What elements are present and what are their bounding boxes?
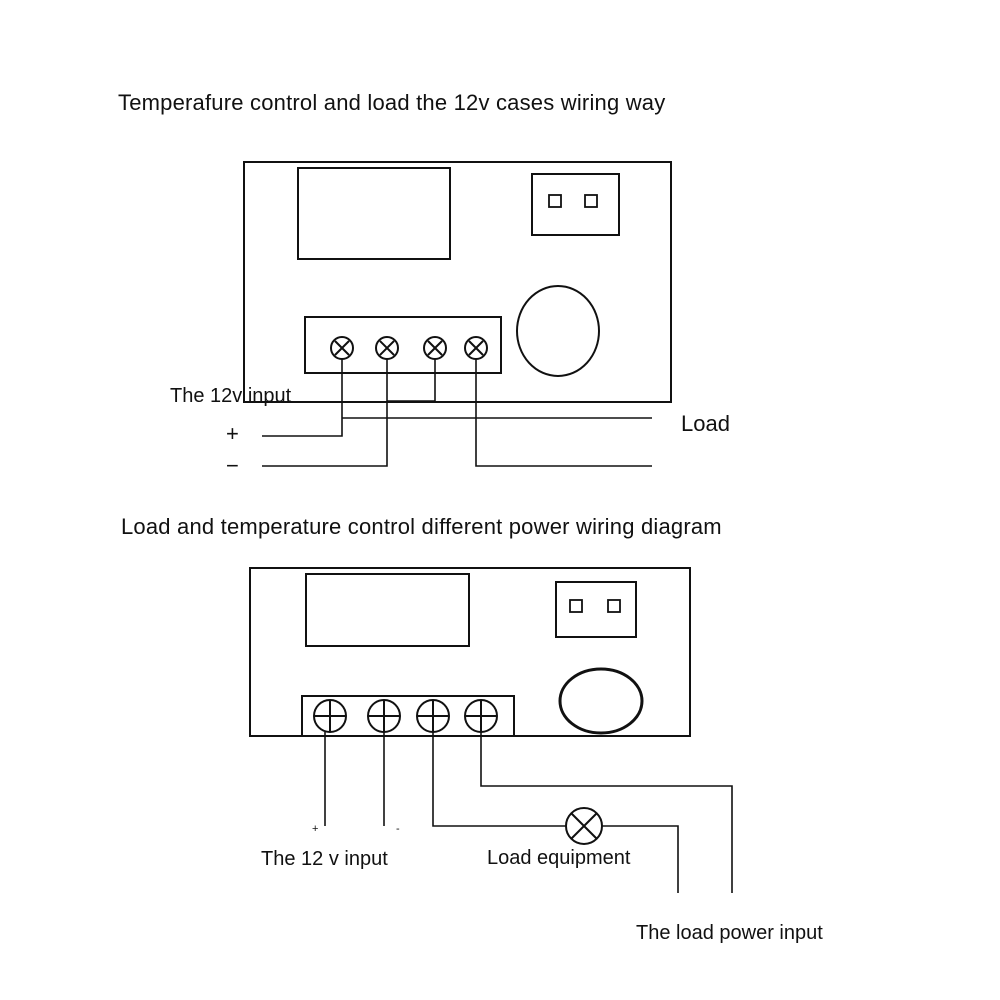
controller-2-button-block — [555, 581, 637, 638]
wire-2-to-power — [480, 732, 733, 893]
wire-1-minus — [262, 359, 388, 467]
controller-2 — [249, 567, 691, 737]
wires-2 — [324, 732, 733, 893]
controller-2-display — [305, 573, 470, 647]
load-lamp-icon — [565, 807, 603, 845]
controller-1-probe-port — [516, 285, 600, 377]
terminal-1-4 — [464, 336, 488, 360]
diagram-1-minus-sign: − — [226, 453, 239, 478]
wire-1-load-bottom — [475, 359, 652, 467]
wire-1-bridge — [387, 359, 436, 402]
diagram-2-input-label: The 12 v input — [261, 848, 388, 870]
diagram-2-plus-sign: + — [312, 823, 319, 835]
diagram-1-input-label: The 12v input — [170, 385, 292, 407]
controller-1-body — [243, 161, 672, 403]
terminal-1-1 — [330, 336, 354, 360]
wire-1-plus — [262, 359, 343, 437]
diagram-1-load-label: Load — [681, 411, 730, 436]
wire-2-lamp-to-power — [602, 825, 679, 893]
controller-2-terminal-block — [301, 695, 515, 737]
controller-1-button-right — [584, 194, 598, 208]
diagram-1-title: Temperafure control and load the 12v cas… — [118, 90, 666, 115]
diagram-2-minus-sign: - — [396, 823, 400, 835]
wires-1 — [262, 359, 652, 467]
terminal-2-2 — [367, 699, 401, 733]
controller-2-button-right — [607, 599, 621, 613]
controller-1-button-left — [548, 194, 562, 208]
terminal-1-3 — [423, 336, 447, 360]
controller-2-probe-port — [558, 667, 644, 735]
controller-1-terminal-block — [304, 316, 502, 374]
controller-1-button-block — [531, 173, 620, 236]
terminal-2-4 — [464, 699, 498, 733]
diagram-2-load-power-label: The load power input — [636, 922, 823, 944]
controller-1-display — [297, 167, 451, 260]
diagram-1-plus-sign: + — [226, 421, 239, 446]
terminal-1-2 — [375, 336, 399, 360]
terminal-2-3 — [416, 699, 450, 733]
controller-1 — [243, 161, 672, 403]
terminal-2-1 — [313, 699, 347, 733]
controller-2-button-left — [569, 599, 583, 613]
diagram-2-title: Load and temperature control different p… — [121, 514, 722, 539]
wire-2-to-lamp — [432, 732, 566, 827]
diagram-2-load-equipment-label: Load equipment — [487, 847, 631, 869]
